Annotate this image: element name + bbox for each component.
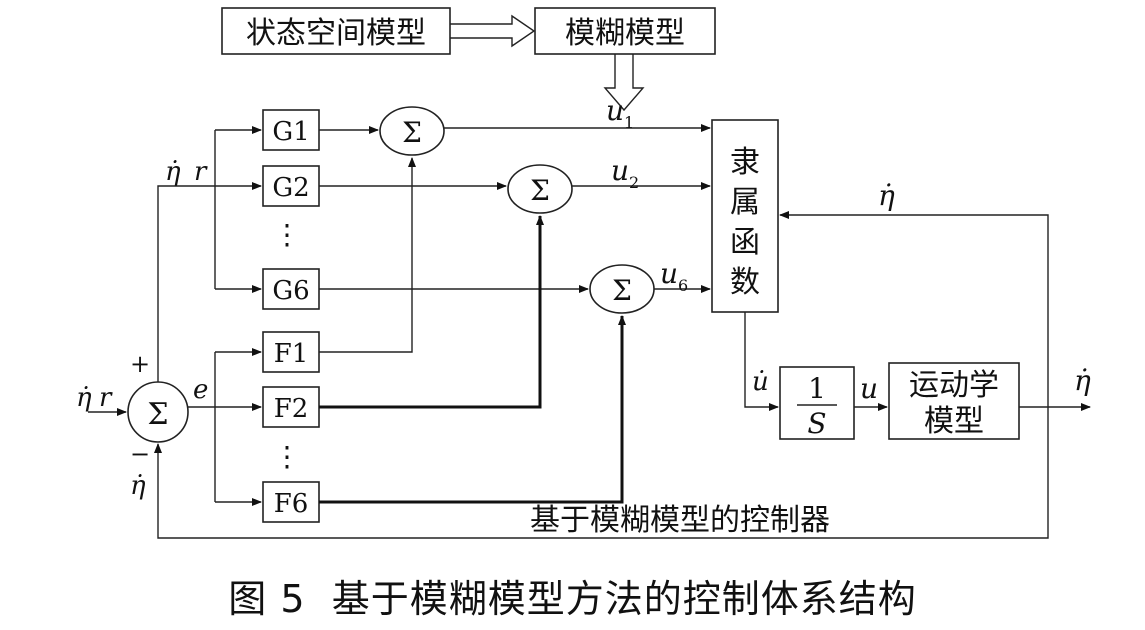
u6-subscript: 6 [678, 276, 688, 295]
f-ellipsis: ⋮ [273, 440, 301, 473]
fuzzy-model-block [534, 7, 716, 55]
feedback-eta-dot: η̇ [130, 471, 146, 501]
u-label: u [860, 372, 878, 405]
u2-subscript: 2 [629, 173, 639, 192]
kinematic-model-line2: 模型 [924, 404, 984, 439]
g-ellipsis: ⋮ [273, 218, 301, 251]
sum-2-symbol: Σ [530, 174, 550, 207]
controller-label: 基于模糊模型的控制器 [530, 503, 830, 538]
hollow-arrow-down [603, 54, 645, 112]
sum-junction-2 [507, 164, 573, 214]
membership-function-block [711, 119, 779, 313]
f1-to-sum1 [319, 157, 416, 353]
f2-label: F2 [274, 394, 309, 424]
plus-sign: + [130, 350, 150, 378]
eta-feedback-to-sum [154, 407, 1049, 539]
u1-subscript: 1 [624, 113, 634, 132]
udot-label: u̇ [752, 367, 769, 397]
input-r: r [99, 383, 113, 413]
u1-label: u [606, 94, 624, 127]
minus-sign: − [130, 440, 150, 468]
feedback-eta-dot-label: η̇ [878, 179, 895, 212]
error-e-label: e [193, 375, 208, 405]
sum-6-symbol: Σ [612, 274, 632, 307]
figure-caption: 图 5 基于模糊模型方法的控制体系结构 [0, 568, 1145, 623]
integrator-denominator: S [807, 407, 826, 440]
f1-label: F1 [274, 339, 309, 369]
f6-to-sum6 [319, 315, 626, 504]
eta-feedback-to-membership [779, 211, 1049, 407]
input-eta-dot: η̇ [76, 383, 92, 413]
g1-label: G1 [272, 117, 309, 147]
integrator-numerator: 1 [808, 372, 826, 405]
state-space-model-label: 状态空间模型 [246, 16, 426, 51]
f6-label: F6 [274, 489, 309, 519]
figure-title: 基于模糊模型方法的控制体系结构 [331, 577, 917, 621]
f2-to-sum2 [319, 215, 544, 409]
sum-junction-1 [379, 106, 445, 156]
g1-block [262, 109, 320, 151]
branch-r: r [194, 157, 208, 187]
state-space-model-block [221, 7, 451, 55]
membership-char-2: 属 [730, 185, 760, 220]
hollow-arrow-right [450, 14, 536, 48]
udot-line [744, 312, 779, 411]
membership-char-3: 函 [730, 225, 760, 260]
main-sum-symbol: Σ [147, 397, 168, 432]
fuzzy-model-label: 模糊模型 [565, 16, 685, 51]
g2-label: G2 [272, 173, 309, 203]
g6-label: G6 [272, 276, 309, 306]
figure-number: 图 5 [228, 577, 306, 621]
sum-1-symbol: Σ [402, 116, 422, 149]
eta-r-branch-line [157, 185, 210, 382]
integrator-block [779, 366, 855, 440]
kinematic-model-block [888, 362, 1020, 440]
branch-eta-dot: η̇ [165, 157, 181, 187]
membership-char-1: 隶 [730, 145, 760, 180]
kinematic-model-line1: 运动学 [909, 368, 999, 403]
output-eta-dot: η̇ [1074, 364, 1091, 397]
u6-label: u [660, 257, 678, 290]
u2-label: u [611, 154, 629, 187]
membership-char-4: 数 [730, 265, 760, 300]
control-architecture-diagram: 状态空间模型 模糊模型 G1 G2 ⋮ G6 F1 F2 ⋮ F6 Σ Σ Σ … [76, 7, 1091, 539]
